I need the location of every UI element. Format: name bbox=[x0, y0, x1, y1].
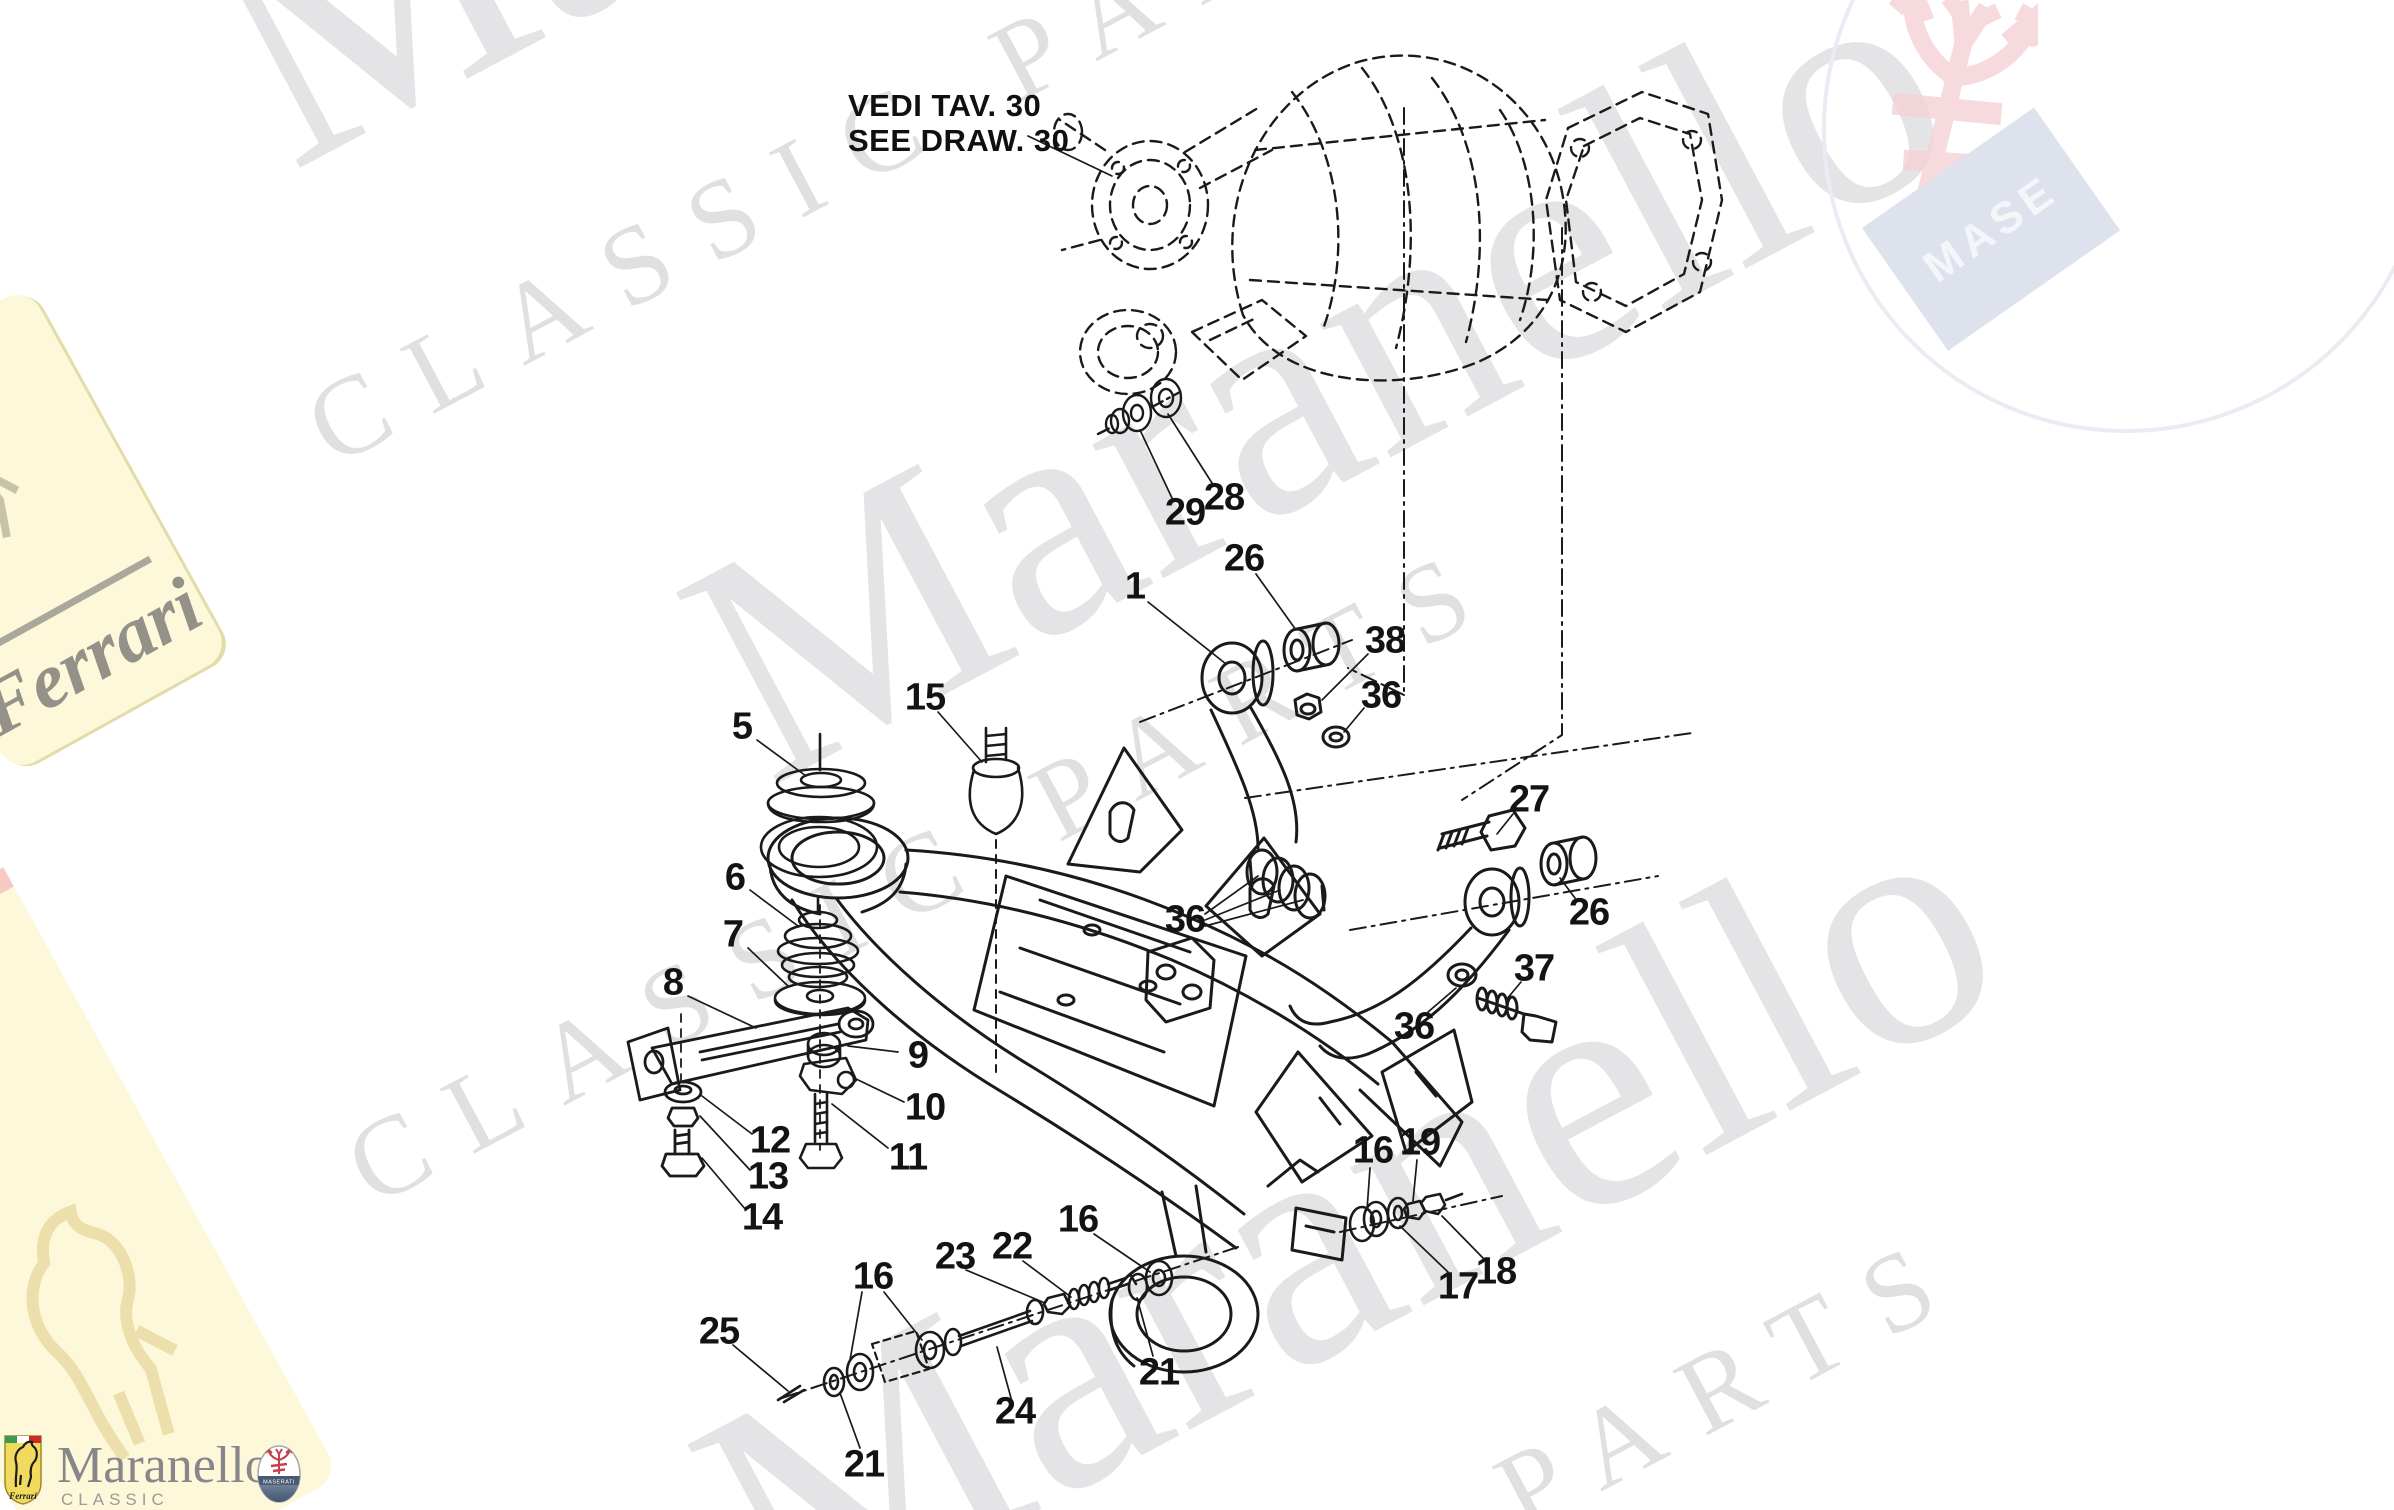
see-drawing-note: VEDI TAV. 30 SEE DRAW. 30 bbox=[848, 88, 1069, 158]
callout-16: 16 bbox=[1057, 1198, 1099, 1241]
callout-29: 29 bbox=[1164, 491, 1206, 534]
mount-hardware bbox=[759, 726, 1024, 1170]
callout-26: 26 bbox=[1223, 537, 1265, 580]
callout-36: 36 bbox=[1393, 1005, 1435, 1048]
subframe bbox=[766, 746, 1474, 1374]
suspension-arms bbox=[1200, 621, 1598, 1060]
callout-26: 26 bbox=[1568, 891, 1610, 934]
callout-18: 18 bbox=[1475, 1250, 1517, 1293]
callout-22: 22 bbox=[991, 1225, 1033, 1268]
leader-lines bbox=[687, 135, 1576, 1449]
ferrari-badge-watermark-upper: Ferrari bbox=[0, 285, 232, 775]
callout-25: 25 bbox=[698, 1310, 740, 1353]
callout-10: 10 bbox=[904, 1086, 946, 1129]
callout-37: 37 bbox=[1513, 947, 1555, 990]
callout-11: 11 bbox=[888, 1136, 928, 1179]
callout-5: 5 bbox=[731, 705, 753, 748]
callout-21: 21 bbox=[843, 1443, 885, 1486]
ferrari-badge-watermark-lower bbox=[0, 828, 341, 1510]
callout-23: 23 bbox=[934, 1235, 976, 1278]
callout-6: 6 bbox=[724, 856, 746, 899]
bracket-and-bolts bbox=[626, 1006, 875, 1178]
maserati-oval-logo: MASERATI bbox=[257, 1445, 301, 1503]
callout-38: 38 bbox=[1364, 619, 1406, 662]
callout-16: 16 bbox=[852, 1255, 894, 1298]
callout-14: 14 bbox=[741, 1196, 783, 1239]
callout-36: 36 bbox=[1360, 674, 1402, 717]
callout-36: 36 bbox=[1164, 898, 1206, 941]
callout-24: 24 bbox=[994, 1390, 1036, 1433]
callout-21: 21 bbox=[1138, 1351, 1180, 1394]
ferrari-shield-logo: Ferrari bbox=[4, 1435, 42, 1505]
note-line-english: SEE DRAW. 30 bbox=[848, 123, 1070, 159]
callout-16: 16 bbox=[1352, 1129, 1394, 1172]
callout-12: 12 bbox=[749, 1119, 791, 1162]
right-rear-hardware bbox=[1348, 1192, 1464, 1243]
callout-13: 13 bbox=[747, 1155, 789, 1198]
callout-17: 17 bbox=[1437, 1265, 1479, 1308]
projection-lines bbox=[781, 107, 1693, 1399]
footer-brand-name: Maranello bbox=[57, 1437, 271, 1494]
callout-9: 9 bbox=[907, 1034, 929, 1077]
callout-1: 1 bbox=[1124, 565, 1146, 608]
washers-28-29 bbox=[1096, 377, 1183, 436]
maserati-oval-label: MASERATI bbox=[263, 1480, 295, 1486]
callout-19: 19 bbox=[1399, 1121, 1441, 1164]
rear-link-hardware bbox=[776, 1259, 1174, 1404]
callout-28: 28 bbox=[1203, 476, 1245, 519]
note-line-italian: VEDI TAV. 30 bbox=[848, 88, 1042, 123]
callout-15: 15 bbox=[904, 676, 946, 719]
callout-8: 8 bbox=[662, 961, 684, 1004]
callout-7: 7 bbox=[722, 913, 744, 956]
differential-assembly bbox=[1052, 54, 1724, 396]
callout-27: 27 bbox=[1508, 778, 1550, 821]
footer-brand-tagline: CLASSIC PARTS bbox=[61, 1490, 169, 1509]
ferrari-shield-label: Ferrari bbox=[8, 1491, 37, 1501]
